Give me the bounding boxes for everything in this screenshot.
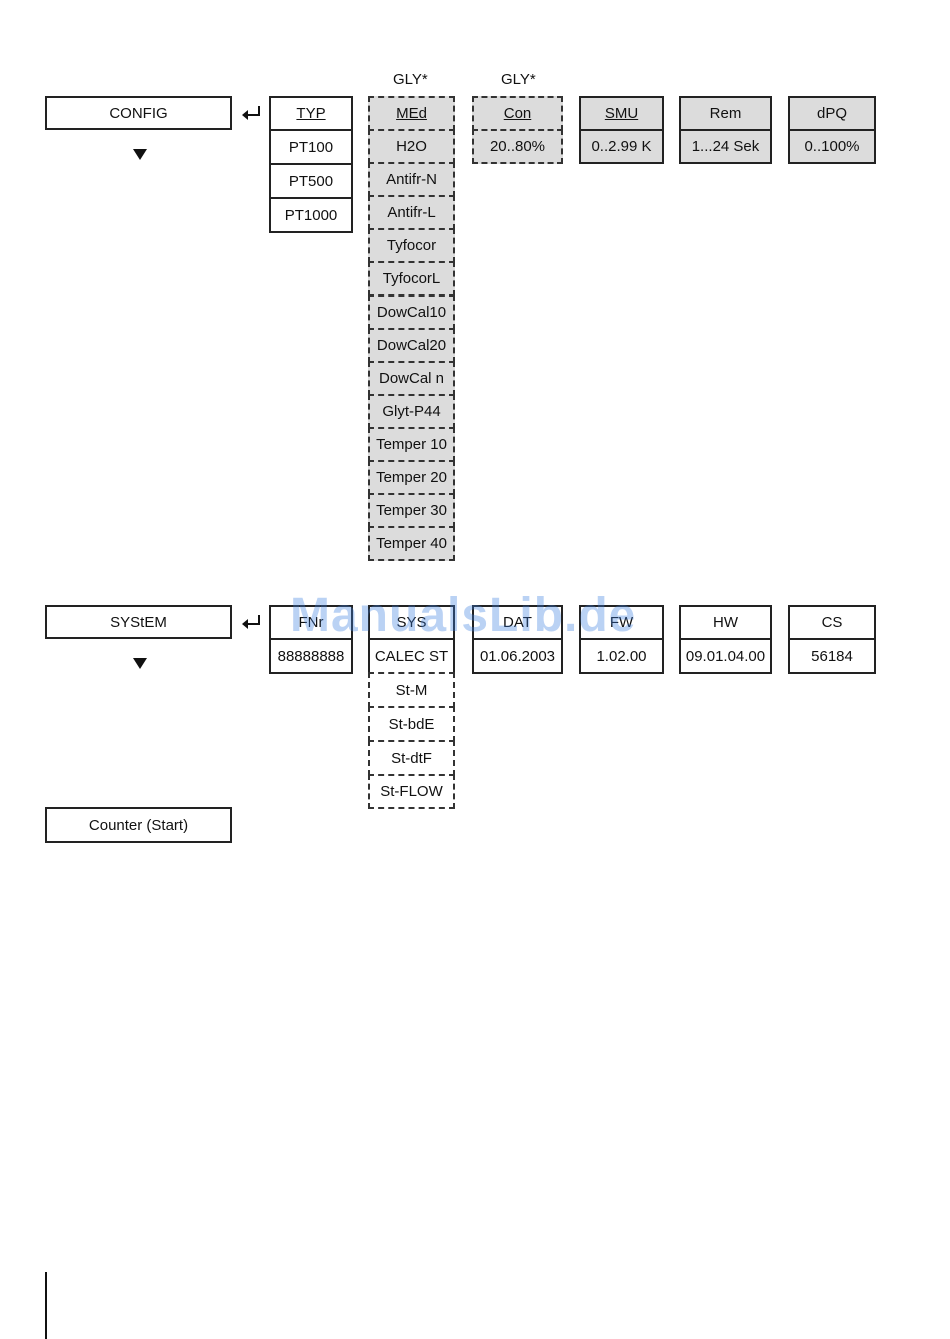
med-option-item[interactable]: DowCal20 xyxy=(368,327,455,363)
down-arrow-icon xyxy=(133,658,147,669)
med-option-label: Glyt-P44 xyxy=(382,402,441,420)
con-value[interactable]: 20..80% xyxy=(472,129,563,164)
rem-value[interactable]: 1...24 Sek xyxy=(679,129,772,164)
med-option-item[interactable]: Temper 40 xyxy=(368,526,455,562)
typ-option-pt100[interactable]: PT100 xyxy=(269,129,353,165)
system-menu-box[interactable]: SYStEM xyxy=(45,605,232,639)
med-option-item[interactable]: Tyfocor xyxy=(368,228,455,264)
typ-option-pt500[interactable]: PT500 xyxy=(269,163,353,199)
med-option-label: Antifr-L xyxy=(387,204,436,222)
fw-header[interactable]: FW xyxy=(579,605,664,640)
med-option-item[interactable]: H2O xyxy=(368,129,455,164)
med-option-label: Tyfocor xyxy=(386,237,437,255)
med-option-label: Temper 40 xyxy=(376,535,447,553)
smu-header[interactable]: SMU xyxy=(579,96,664,131)
med-option-label: H2O xyxy=(396,138,427,155)
med-option-label: TyfocorL xyxy=(382,270,441,288)
med-option-label: DowCal10 xyxy=(376,303,447,321)
page-margin-line xyxy=(45,1272,47,1339)
dat-value[interactable]: 01.06.2003 xyxy=(472,638,563,674)
med-option-label: Temper 20 xyxy=(376,469,447,486)
dpq-value[interactable]: 0..100% xyxy=(788,129,876,164)
config-menu-box[interactable]: CONFIG xyxy=(45,96,232,130)
con-gly-note: GLY* xyxy=(501,71,536,88)
counter-start-box[interactable]: Counter (Start) xyxy=(45,807,232,843)
watermark: ManualsLib.de xyxy=(290,589,637,642)
down-arrow-icon xyxy=(133,149,147,160)
con-header[interactable]: Con xyxy=(472,96,563,131)
med-option-item[interactable]: Temper 10 xyxy=(368,426,455,462)
med-option-item[interactable]: Antifr-L xyxy=(368,195,455,231)
med-option-item[interactable]: Glyt-P44 xyxy=(368,393,455,429)
cs-header[interactable]: CS xyxy=(788,605,876,640)
sys-value-calec-st[interactable]: CALEC ST xyxy=(368,638,455,674)
config-label: CONFIG xyxy=(109,104,168,122)
fw-value[interactable]: 1.02.00 xyxy=(579,638,664,674)
med-option-item[interactable]: DowCal n xyxy=(368,360,455,396)
med-header[interactable]: MEd xyxy=(368,96,455,131)
enter-return-icon xyxy=(242,106,260,120)
med-option-label: DowCal20 xyxy=(376,336,447,354)
dat-header[interactable]: DAT xyxy=(472,605,563,640)
typ-header[interactable]: TYP xyxy=(269,96,353,131)
cs-value[interactable]: 56184 xyxy=(788,638,876,674)
med-option-label: Temper 30 xyxy=(376,502,447,520)
rem-header[interactable]: Rem xyxy=(679,96,772,131)
sys-option-st-flow[interactable]: St-FLOW xyxy=(368,774,455,809)
fnr-value[interactable]: 88888888 xyxy=(269,638,353,674)
enter-return-icon xyxy=(242,615,260,629)
med-option-label: DowCal n xyxy=(378,369,445,387)
sys-option-st-dtf[interactable]: St-dtF xyxy=(368,740,455,776)
med-gly-note: GLY* xyxy=(393,71,428,88)
med-option-item[interactable]: Temper 20 xyxy=(368,460,455,495)
hw-header[interactable]: HW xyxy=(679,605,772,640)
med-option-item[interactable]: Antifr-N xyxy=(368,162,455,198)
med-option-item[interactable]: DowCal10 xyxy=(368,294,455,330)
hw-value[interactable]: 09.01.04.00 xyxy=(679,638,772,674)
med-option-label: Antifr-N xyxy=(386,171,437,189)
typ-option-pt1000[interactable]: PT1000 xyxy=(269,197,353,233)
system-label: SYStEM xyxy=(110,613,167,631)
sys-header[interactable]: SYS xyxy=(368,605,455,640)
med-option-label: Temper 10 xyxy=(376,435,447,453)
sys-option-st-bde[interactable]: St-bdE xyxy=(368,706,455,742)
sys-option-st-m[interactable]: St-M xyxy=(368,672,455,708)
med-option-item[interactable]: TyfocorL xyxy=(368,261,455,297)
dpq-header[interactable]: dPQ xyxy=(788,96,876,131)
smu-value[interactable]: 0..2.99 K xyxy=(579,129,664,164)
med-option-item[interactable]: Temper 30 xyxy=(368,493,455,529)
